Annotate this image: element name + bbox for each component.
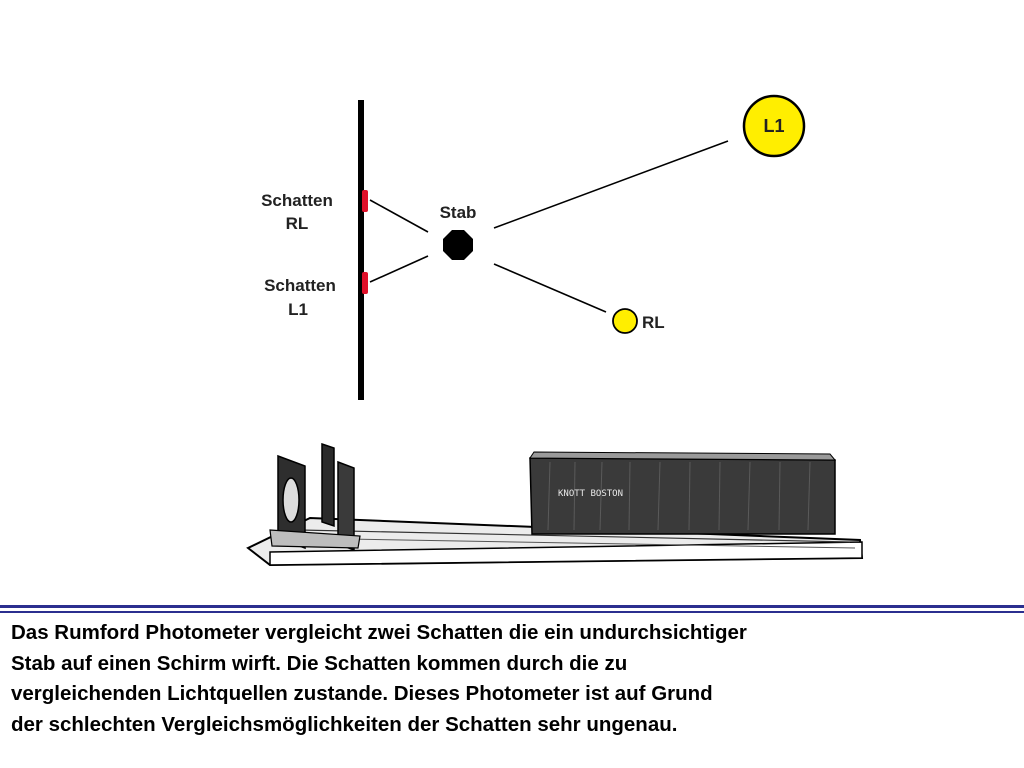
- lamp-l1-circle: [742, 94, 806, 158]
- shadow-rl-mark: [362, 190, 368, 212]
- rumford-photometer-diagram: Schatten RL Schatten L1 Stab L1 RL: [261, 94, 806, 400]
- lens-ring: [282, 477, 300, 523]
- divider-line-bottom: [0, 611, 1024, 613]
- ray-rl-to-rod: [493, 263, 607, 313]
- label-shadow-rl-line2: RL: [286, 214, 309, 233]
- holder-plate-mid: [337, 460, 355, 552]
- label-shadow-l1-line1: Schatten: [264, 276, 336, 295]
- rod-octagon: [443, 230, 473, 260]
- caption-line-3: vergleichenden Lichtquellen zustande. Di…: [11, 682, 713, 705]
- screen-box-top: [529, 451, 837, 461]
- lamp-rl-circle: [612, 308, 638, 334]
- base-rail-line: [299, 529, 851, 543]
- base-rail-line: [289, 537, 856, 549]
- photometer-apparatus-illustration: KNOTT BOSTON: [246, 442, 864, 567]
- caption-line-4: der schlechten Vergleichsmöglichkeiten d…: [11, 712, 678, 736]
- label-lamp-rl: RL: [642, 313, 665, 332]
- ray-rod-to-shadow-rl: [369, 199, 429, 233]
- base-board-edge: [269, 541, 863, 566]
- ray-rod-to-shadow-l1: [369, 255, 429, 283]
- screen-box-texture: [547, 461, 811, 531]
- ray-l1-to-rod: [493, 140, 729, 229]
- holder-base: [269, 529, 361, 549]
- label-shadow-l1-line2: L1: [288, 300, 308, 319]
- label-rod: Stab: [440, 203, 477, 222]
- caption-line-1: Das Rumford Photometer vergleicht zwei S…: [11, 621, 747, 644]
- caption-text: Das Rumford Photometer vergleicht zwei S…: [11, 618, 1011, 740]
- shadow-l1-mark: [362, 272, 368, 294]
- screen-bar: [358, 100, 364, 400]
- label-shadow-rl-line1: Schatten: [261, 191, 333, 210]
- caption-line-2: Stab auf einen Schirm wirft. Die Schatte…: [11, 651, 628, 675]
- divider-line-top: [0, 605, 1024, 608]
- engraving-label: KNOTT BOSTON: [558, 489, 623, 499]
- holder-plate-tall: [321, 442, 335, 528]
- label-lamp-l1: L1: [763, 116, 784, 136]
